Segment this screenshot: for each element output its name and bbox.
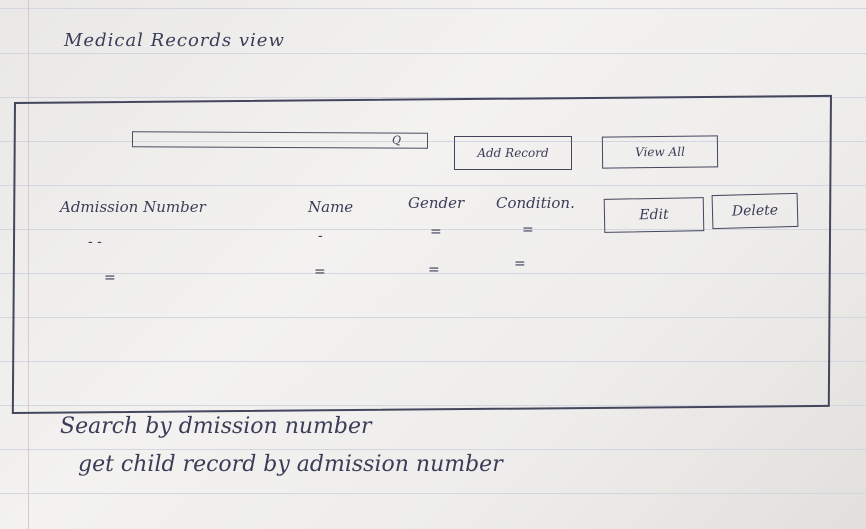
cell-condition: =: [514, 256, 526, 272]
add-record-button[interactable]: Add Record: [454, 136, 572, 170]
search-icon[interactable]: Q: [391, 133, 402, 147]
cell-gender: =: [430, 224, 442, 240]
column-header-admission-number: Admission Number: [60, 198, 206, 216]
column-header-name: Name: [308, 198, 354, 216]
cell-gender: =: [428, 262, 440, 278]
column-header-gender: Gender: [408, 194, 465, 212]
edit-button[interactable]: Edit: [603, 197, 705, 233]
notebook-margin-line: [28, 0, 29, 529]
note-get-record: get child record by admission number: [78, 452, 503, 477]
cell-admission-number: =: [104, 270, 116, 286]
view-all-button[interactable]: View All: [601, 135, 719, 169]
delete-button[interactable]: Delete: [711, 192, 799, 230]
page-title: Medical Records view: [64, 30, 285, 51]
cell-admission-number: - -: [88, 234, 102, 250]
column-header-condition: Condition.: [496, 194, 575, 212]
cell-condition: =: [522, 222, 534, 238]
search-input[interactable]: Q: [131, 131, 429, 149]
note-search: Search by dmission number: [60, 414, 372, 439]
cell-name: -: [318, 228, 323, 244]
cell-name: =: [314, 264, 326, 280]
